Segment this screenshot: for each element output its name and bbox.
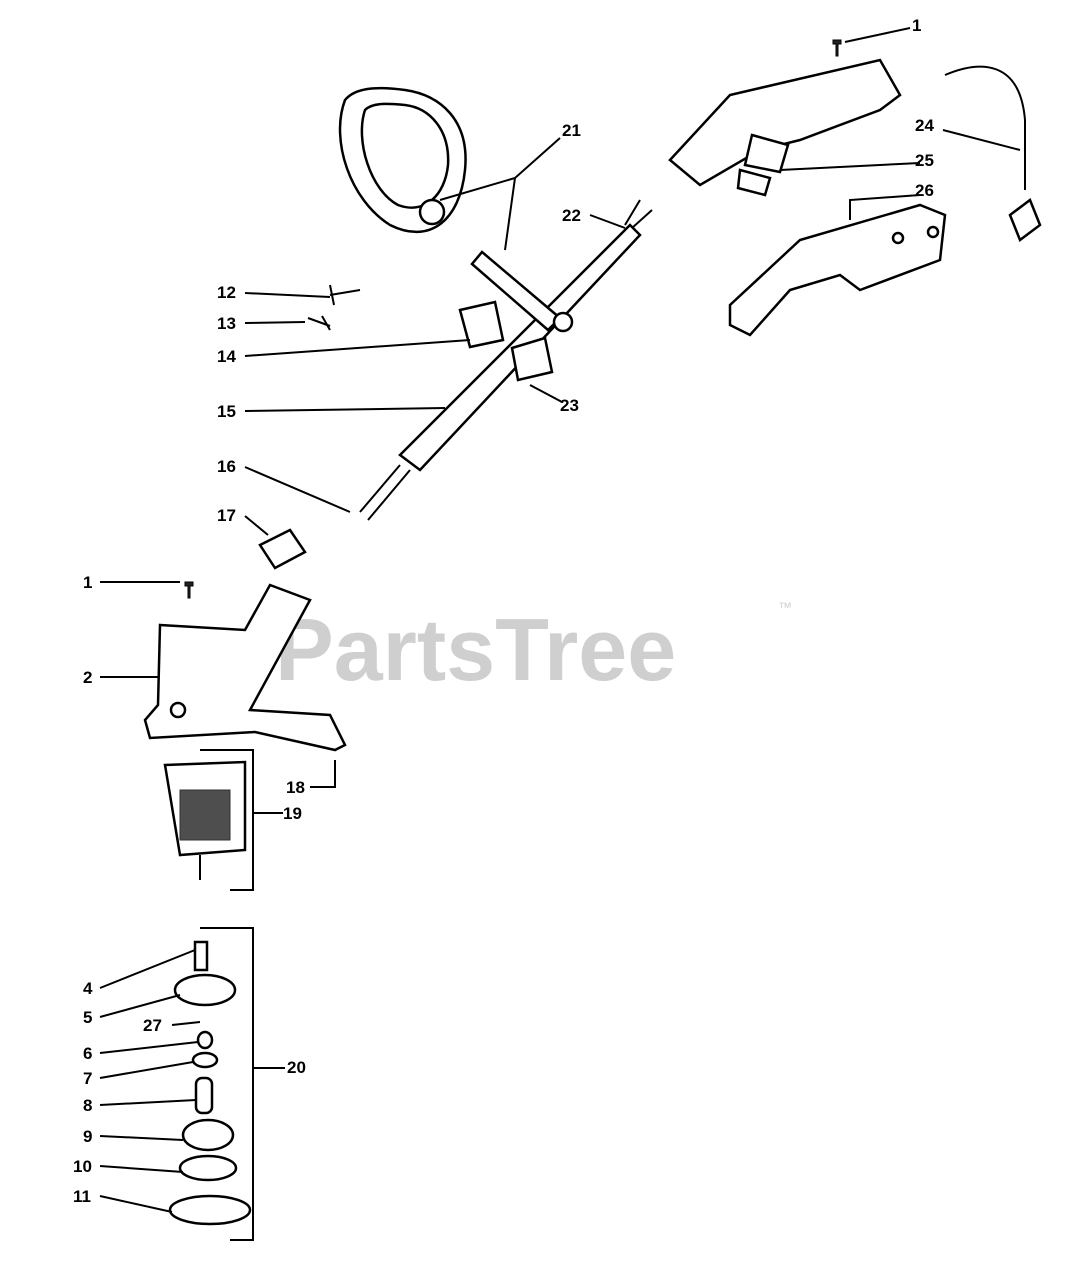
- part-fasteners: [184, 39, 842, 599]
- callout-9: 9: [83, 1127, 92, 1146]
- callout-12: 12: [217, 283, 236, 302]
- callout-2: 2: [83, 668, 92, 687]
- part-motor: [163, 760, 247, 880]
- watermark: PartsTree: [275, 600, 676, 699]
- callout-19: 19: [283, 804, 302, 823]
- callout-21: 21: [562, 121, 581, 140]
- callout-5: 5: [83, 1008, 92, 1027]
- callout-labels: 1 21 22 24 25 26 12 13 14 15 23 16 17 1 …: [73, 16, 934, 1206]
- callout-8: 8: [83, 1096, 92, 1115]
- callout-16: 16: [217, 457, 236, 476]
- callout-4: 4: [83, 979, 93, 998]
- callout-6: 6: [83, 1044, 92, 1063]
- callout-25: 25: [915, 151, 934, 170]
- callout-7: 7: [83, 1069, 92, 1088]
- callout-18: 18: [286, 778, 305, 797]
- callout-20: 20: [287, 1058, 306, 1077]
- callout-1-bottom: 1: [83, 573, 92, 592]
- callout-11: 11: [73, 1187, 91, 1206]
- part-auxiliary-handle: [338, 86, 467, 234]
- callout-10: 10: [73, 1157, 92, 1176]
- part-spool-assembly: [168, 940, 252, 1226]
- leader-lines: [99, 27, 1021, 1241]
- callout-1-top: 1: [912, 16, 921, 35]
- callout-22: 22: [562, 206, 581, 225]
- watermark-trademark: ™: [778, 599, 792, 615]
- callout-14: 14: [217, 347, 236, 366]
- callout-15: 15: [217, 402, 236, 421]
- part-shaft: [258, 199, 653, 570]
- callout-26: 26: [915, 181, 934, 200]
- part-motor-housing: [143, 583, 347, 752]
- callout-23: 23: [560, 396, 579, 415]
- callout-27: 27: [143, 1016, 162, 1035]
- callout-17: 17: [217, 506, 236, 525]
- callout-24: 24: [915, 116, 934, 135]
- callout-13: 13: [217, 314, 236, 333]
- part-handle-housing: [668, 58, 1042, 337]
